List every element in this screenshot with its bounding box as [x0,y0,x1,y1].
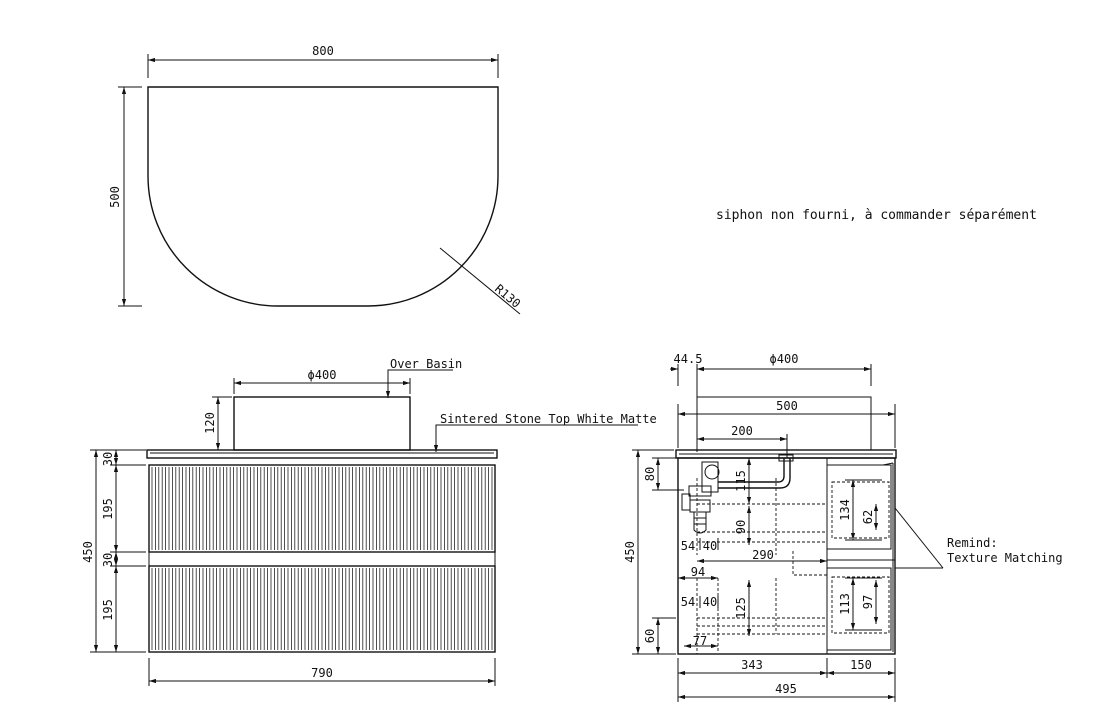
note-remind: Remind: [947,536,998,550]
dim-54-lower: 54 [681,595,695,609]
dim-top-depth: 500 [108,186,122,208]
label-over-basin: Over Basin [390,357,462,371]
dim-left-195b: 195 [101,599,115,621]
dim-90: 90 [734,520,748,534]
dim-343: 343 [741,658,763,672]
dim-80: 80 [643,467,657,481]
dim-115: 115 [734,470,748,492]
dim-97: 97 [861,595,875,609]
dim-basin-height: 120 [203,412,217,434]
dim-side-basin-dia: ϕ400 [770,352,799,366]
note-texture-matching: Texture Matching [947,551,1063,565]
stone-top [146,449,498,459]
dim-front-width: 790 [311,666,333,680]
dim-150: 150 [850,658,872,672]
dim-left-30b: 30 [101,553,115,567]
top-view-outline [147,86,499,307]
dim-front-height: 450 [81,541,95,563]
dim-top-width: 800 [312,44,334,58]
dim-40-lower: 40 [703,595,717,609]
dim-40-upper: 40 [703,539,717,553]
side-view: 44.5 ϕ400 500 [623,352,1063,702]
dim-54-upper: 54 [681,539,695,553]
radius-leader [439,247,521,315]
dim-113: 113 [838,593,852,615]
top-view: 800 500 R130 [108,44,523,315]
dim-77: 77 [693,634,707,648]
remind-leader-1 [894,507,944,569]
drawer-lower [148,565,496,653]
flutes-lower [151,568,493,650]
siphon-pipe [681,454,794,534]
front-view: ϕ400 Over Basin 120 Sintered Stone Top W… [81,357,657,686]
dim-side-height: 450 [623,541,637,563]
dim-60: 60 [643,629,657,643]
basin [233,396,411,451]
dim-134: 134 [838,499,852,521]
dim-side-basin-depth: 500 [776,399,798,413]
dim-125: 125 [734,597,748,619]
label-sintered-top: Sintered Stone Top White Matte [440,412,657,426]
dim-radius: R130 [492,282,523,311]
flutes-upper [151,467,493,550]
dim-290: 290 [752,548,774,562]
note-siphon: siphon non fourni, à commander séparémen… [716,208,1037,223]
dim-offset: 44.5 [674,352,703,366]
dim-left-195a: 195 [101,498,115,520]
dim-94: 94 [691,565,705,579]
dim-495: 495 [775,682,797,696]
dim-200: 200 [731,424,753,438]
dim-62: 62 [861,510,875,524]
dim-left-30a: 30 [101,452,115,466]
dim-basin-dia: ϕ400 [308,368,337,382]
